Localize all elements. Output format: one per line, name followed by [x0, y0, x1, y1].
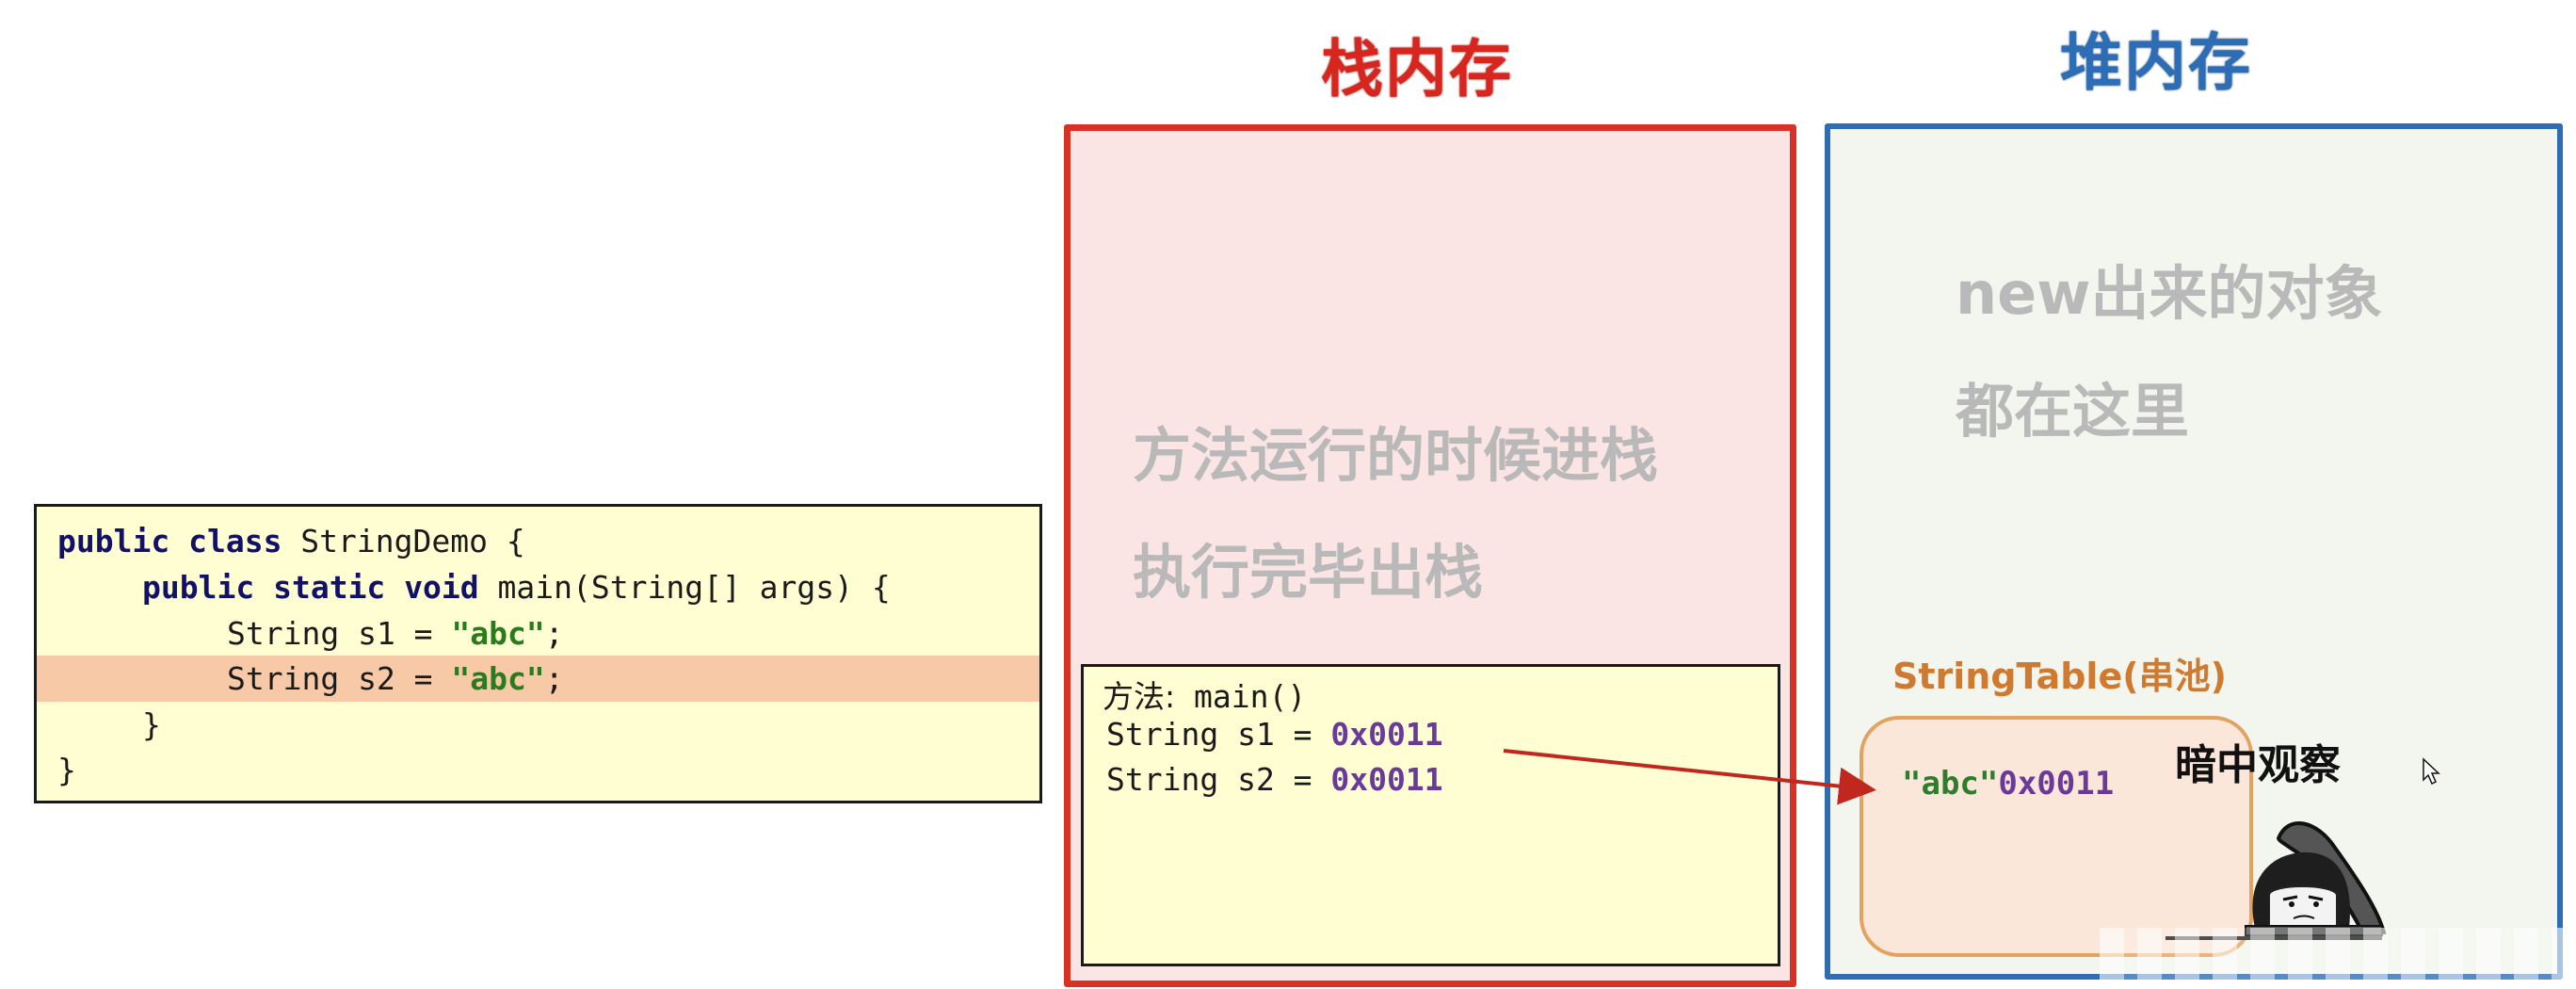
stack-description-line-1: 方法运行的时候进栈 — [1133, 421, 1659, 490]
code-text — [254, 569, 273, 606]
method-label: 方法: — [1103, 678, 1176, 715]
code-line-3: String s1 = "abc"; — [37, 610, 1039, 657]
keyword: void — [404, 569, 479, 606]
method-name: main() — [1194, 678, 1307, 715]
string-literal: "abc" — [451, 615, 545, 652]
code-line-4-highlighted: String s2 = "abc"; — [37, 656, 1039, 702]
code-text: } — [57, 752, 76, 788]
code-text: main(String[] args) { — [478, 569, 891, 606]
keyword: public — [57, 523, 170, 559]
stack-variable-s2: String s2 = 0x0011 — [1106, 759, 1443, 801]
keyword: public — [142, 569, 255, 606]
code-panel: public class StringDemo { public static … — [34, 504, 1042, 803]
stack-variable-s1: String s1 = 0x0011 — [1106, 714, 1443, 755]
keyword: static — [273, 569, 386, 606]
string-table-pool — [1860, 716, 2253, 957]
string-pool-entry: "abc"0x0011 — [1902, 761, 2114, 806]
code-text: String s1 = — [227, 615, 452, 652]
string-literal: "abc" — [451, 660, 545, 697]
stack-memory-title: 栈内存 — [1321, 33, 1513, 105]
code-text — [169, 523, 188, 559]
stack-description-line-2: 执行完毕出栈 — [1133, 538, 1484, 607]
code-line-1: public class StringDemo { — [37, 518, 1039, 564]
method-frame-header: 方法: main() — [1103, 676, 1306, 718]
heap-description-line-1: new出来的对象 — [1956, 259, 2383, 328]
code-text: StringDemo { — [282, 523, 525, 559]
keyword: class — [188, 523, 282, 559]
meme-caption: 暗中观察 — [2175, 741, 2341, 789]
pool-string-literal: "abc" — [1902, 765, 1999, 803]
code-text: ; — [544, 660, 564, 697]
variable-declaration: String s1 = — [1106, 716, 1331, 753]
pool-address: 0x0011 — [1998, 765, 2115, 803]
heap-memory-title: 堆内存 — [2060, 26, 2252, 99]
code-text: } — [142, 706, 161, 743]
code-text: ; — [544, 615, 564, 652]
code-line-6: } — [37, 747, 1039, 793]
method-frame-main: 方法: main() String s1 = 0x0011 String s2 … — [1081, 664, 1780, 966]
code-line-5: } — [37, 702, 1039, 748]
address-value: 0x0011 — [1330, 716, 1443, 753]
heap-description-line-2: 都在这里 — [1956, 377, 2190, 446]
variable-declaration: String s2 = — [1106, 761, 1331, 798]
code-line-2: public static void main(String[] args) { — [37, 564, 1039, 610]
video-watermark — [2100, 928, 2570, 989]
address-value: 0x0011 — [1330, 761, 1443, 798]
string-table-label: StringTable(串池) — [1892, 656, 2227, 697]
code-text: String s2 = — [227, 660, 452, 697]
code-text — [385, 569, 404, 606]
